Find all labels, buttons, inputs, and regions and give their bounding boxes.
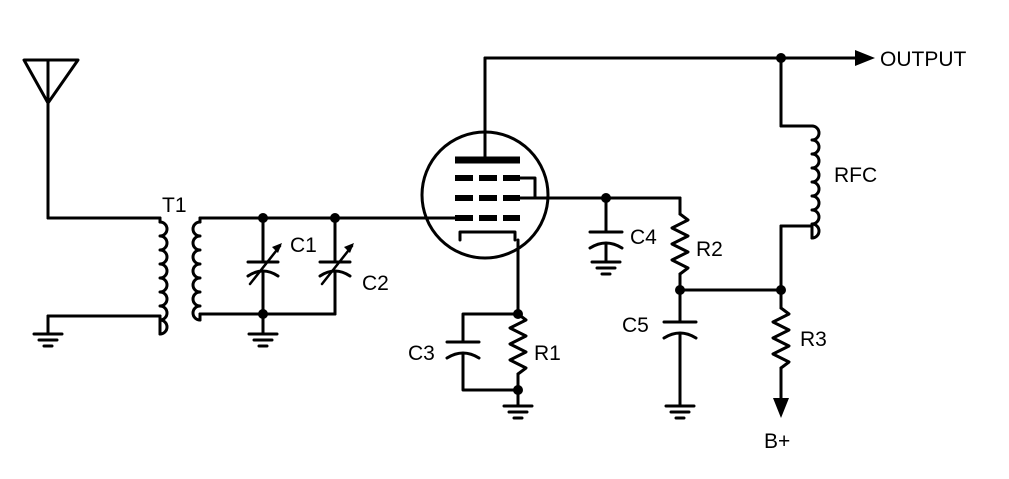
output-arrow: [855, 50, 875, 66]
capacitor-c2: [318, 216, 354, 316]
label-c5: C5: [622, 314, 649, 337]
junction-dot: [258, 213, 268, 223]
label-bplus: B+: [764, 430, 790, 453]
transformer-t1: [46, 216, 202, 336]
label-c3: C3: [408, 342, 435, 365]
label-c4: C4: [630, 226, 657, 249]
capacitor-c5: [662, 288, 698, 420]
junction-dot: [330, 213, 340, 223]
label-output: OUTPUT: [880, 48, 967, 71]
junction-dot: [258, 309, 268, 319]
label-t1: T1: [162, 194, 187, 217]
ground-symbol-cathode: [502, 388, 534, 420]
resistor-r2: [670, 196, 690, 292]
capacitor-c4: [588, 196, 624, 276]
label-c1: C1: [290, 234, 317, 257]
label-c2: C2: [362, 272, 389, 295]
resistor-r1: [508, 312, 528, 392]
capacitor-c1: [246, 216, 282, 316]
label-r1: R1: [534, 342, 561, 365]
label-r2: R2: [696, 238, 723, 261]
label-rfc: RFC: [834, 164, 877, 187]
rf-choke-rfc: [779, 56, 821, 292]
ground-symbol-primary: [32, 314, 64, 348]
bplus-arrow: [773, 398, 789, 418]
antenna-symbol: [22, 58, 142, 220]
resistor-r3: [771, 288, 791, 418]
label-r3: R3: [800, 328, 827, 351]
capacitor-c3: [445, 312, 520, 392]
